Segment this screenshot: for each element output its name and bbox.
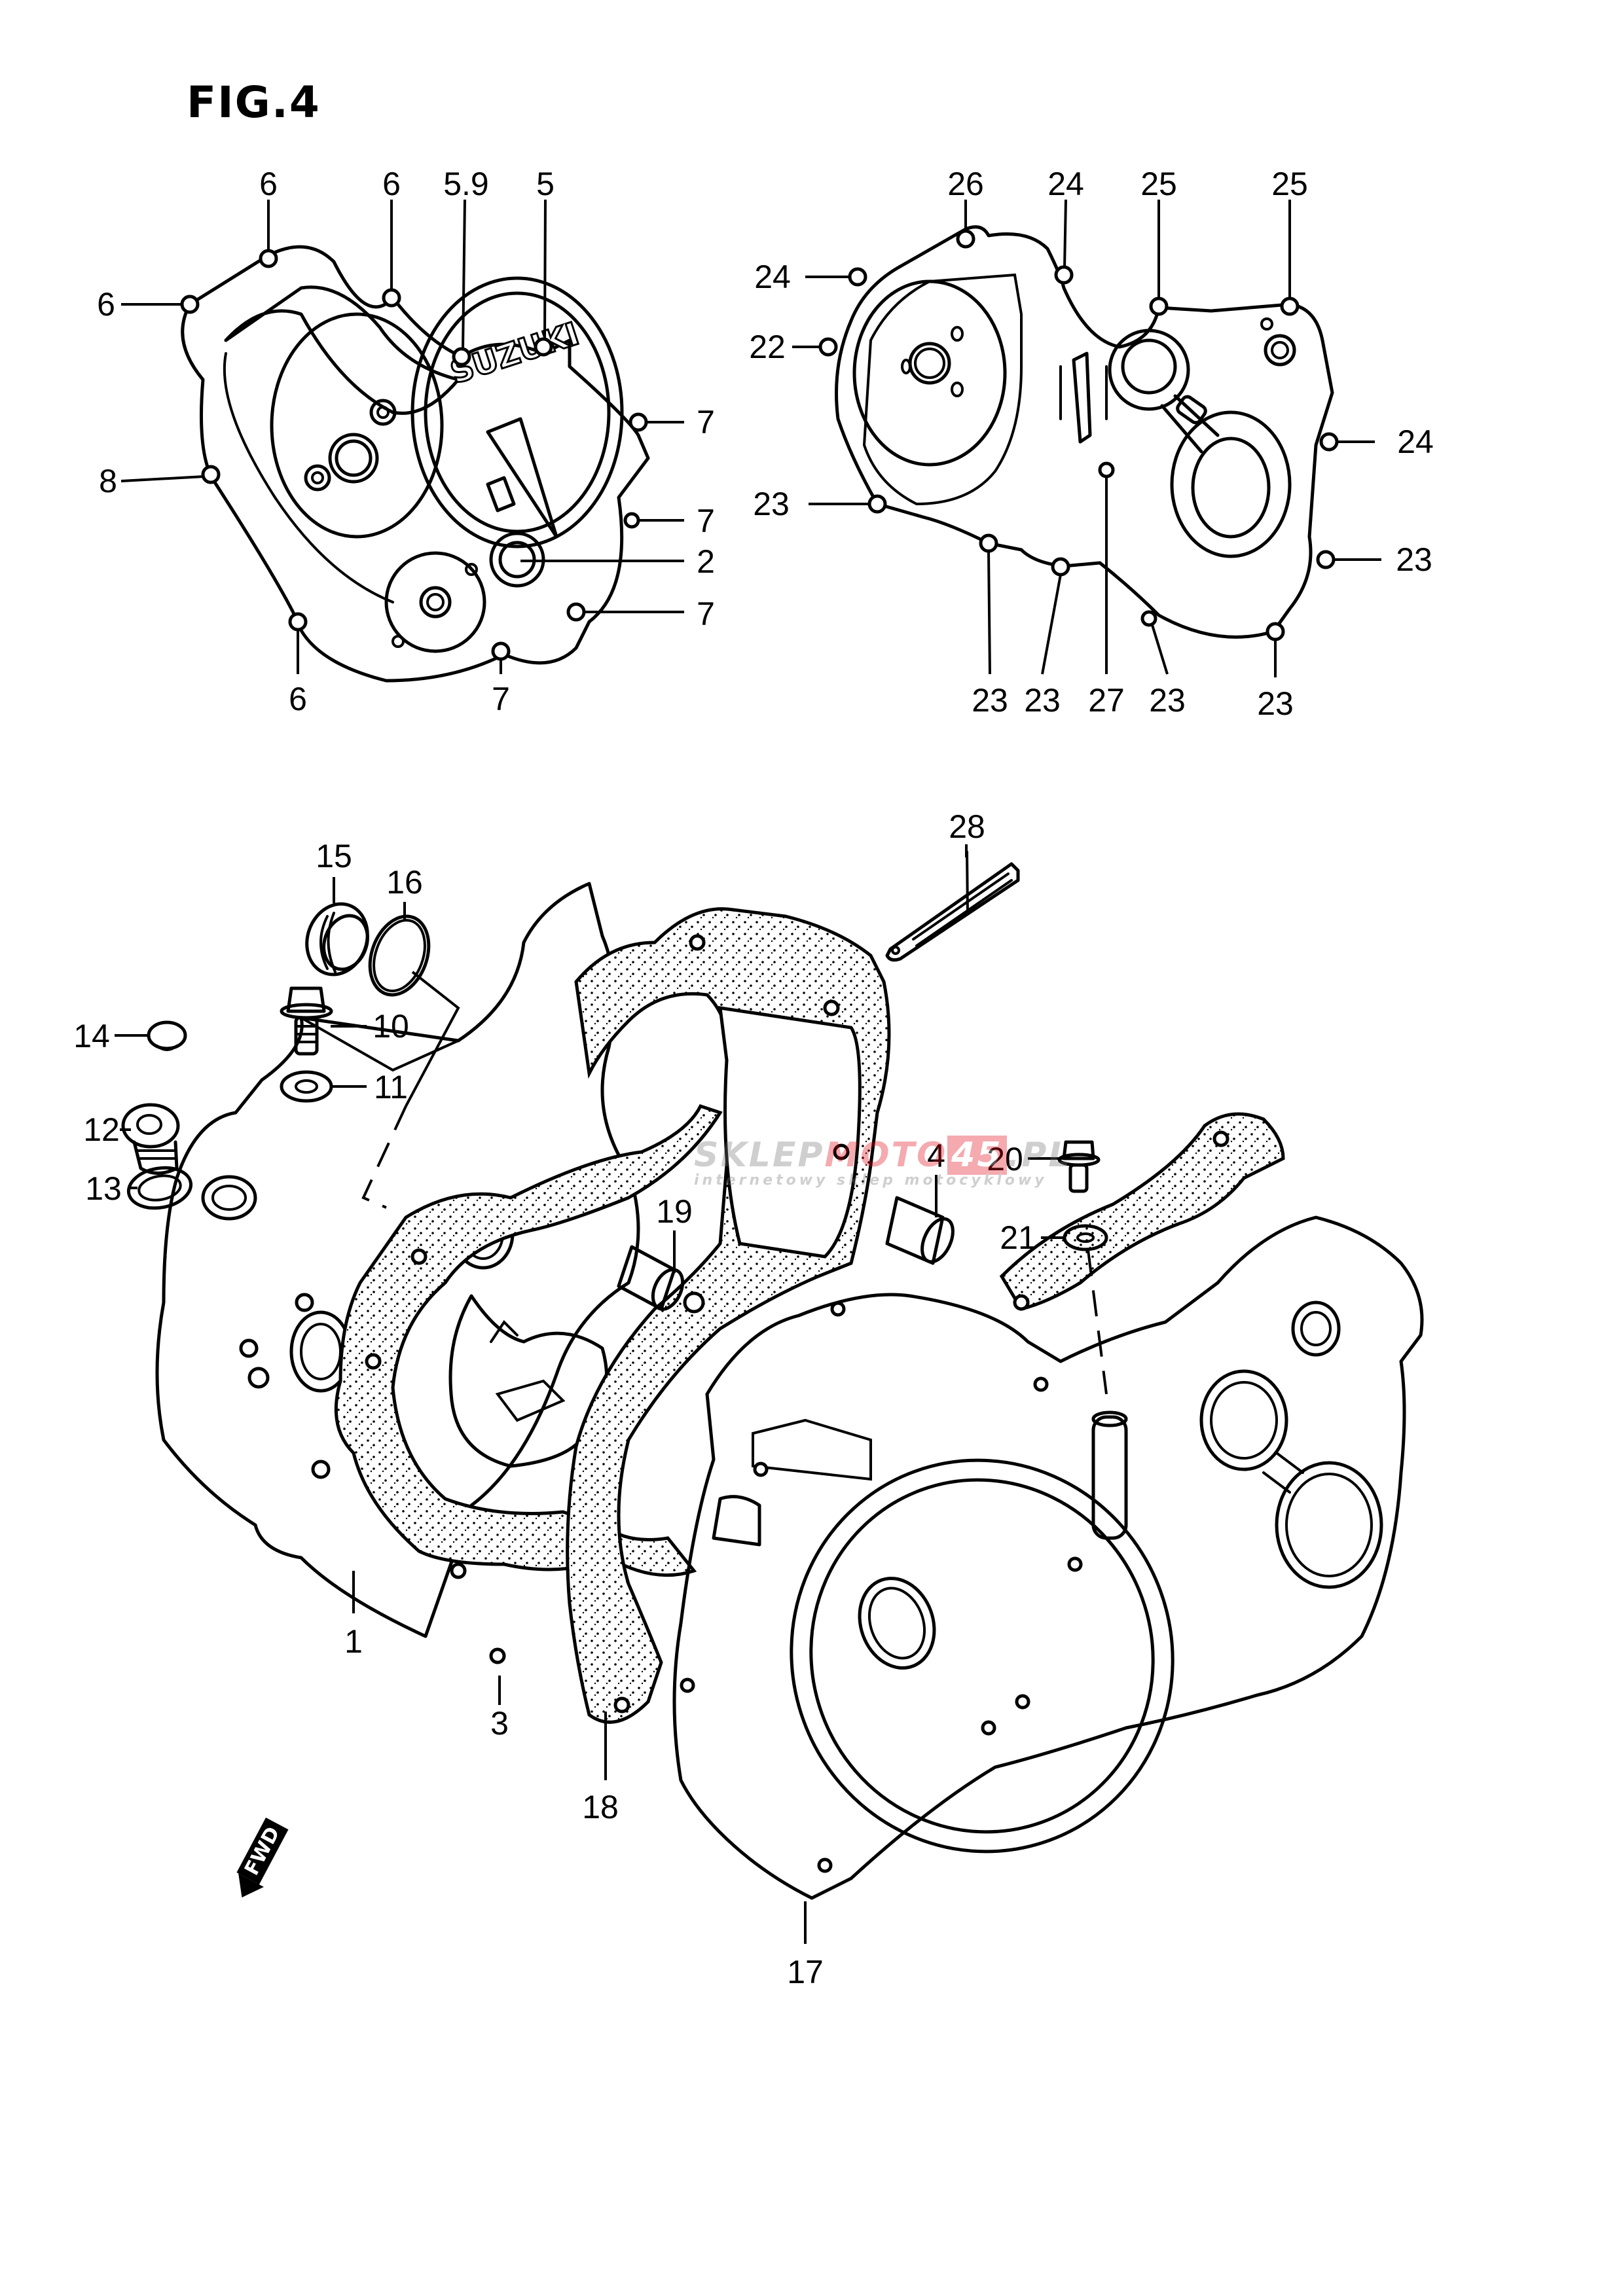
washer-11[interactable] (280, 1070, 333, 1103)
callout-1: 1 (344, 1623, 363, 1660)
clutch-cover[interactable]: SUZUKI (180, 245, 650, 683)
callout-13: 13 (85, 1170, 122, 1207)
callout-11: 11 (374, 1069, 408, 1105)
callout-7: 7 (697, 503, 715, 539)
callout-26: 26 (947, 166, 984, 202)
callout-17: 17 (787, 1954, 824, 1990)
magneto-cover[interactable] (818, 225, 1339, 641)
bolt-10[interactable] (280, 986, 333, 1056)
callout-6: 6 (289, 681, 307, 717)
callout-28: 28 (949, 808, 985, 845)
gasket-3[interactable] (334, 1103, 723, 1664)
callout-12: 12 (83, 1111, 120, 1148)
crankcase-callouts: 15 16 14 10 12 11 13 28 4 19 20 21 1 3 1… (73, 808, 1108, 1990)
callout-23: 23 (1396, 541, 1432, 578)
callout-7: 7 (697, 404, 715, 440)
callout-22: 22 (749, 329, 786, 365)
callout-19: 19 (656, 1193, 693, 1230)
oil-filler-cap-15[interactable] (297, 895, 377, 983)
callout-7: 7 (492, 681, 510, 717)
callout-15: 15 (316, 838, 352, 874)
callout-3: 3 (490, 1705, 509, 1742)
callout-6: 6 (259, 166, 278, 202)
magneto-cover-callouts: 26 24 25 25 24 22 24 23 23 23 23 27 23 2… (749, 166, 1434, 722)
gasket-13[interactable] (126, 1163, 194, 1213)
dowel-pin-19[interactable] (617, 1245, 689, 1314)
callout-25: 25 (1271, 166, 1308, 202)
callout-23: 23 (1149, 682, 1186, 719)
dowel-pin-4[interactable] (885, 1196, 959, 1266)
callout-6: 6 (97, 286, 115, 323)
callout-6: 6 (382, 166, 401, 202)
callout-7: 7 (697, 596, 715, 632)
callout-23: 23 (753, 486, 790, 522)
clutch-cover-callouts: 6 6 5.9 5 6 7 8 7 2 7 6 7 (97, 166, 715, 717)
callout-23: 23 (1257, 685, 1294, 722)
o-ring-16[interactable] (359, 908, 439, 1003)
callout-20: 20 (987, 1141, 1023, 1177)
callout-18: 18 (582, 1789, 619, 1825)
clamp-28[interactable] (885, 862, 1020, 962)
plug-14[interactable] (147, 1020, 187, 1051)
gasket-right-strip (999, 1112, 1285, 1311)
callout-8: 8 (99, 463, 117, 499)
callout-16: 16 (386, 864, 423, 901)
figure-title: FIG.4 (187, 77, 321, 128)
bolt-20[interactable] (1057, 1140, 1101, 1193)
callout-4: 4 (927, 1138, 945, 1174)
callout-24: 24 (1397, 423, 1434, 460)
drain-plug-12[interactable] (121, 1103, 180, 1175)
washer-21[interactable] (1063, 1224, 1108, 1251)
callout-24: 24 (754, 259, 791, 295)
callout-24: 24 (1047, 166, 1084, 202)
callout-10: 10 (373, 1008, 409, 1045)
callout-25: 25 (1140, 166, 1177, 202)
callout-5: 5 (536, 166, 555, 202)
gasket-18[interactable] (566, 907, 891, 1724)
callout-2: 2 (697, 543, 715, 580)
callout-21: 21 (1000, 1219, 1036, 1256)
callout-14: 14 (73, 1018, 110, 1054)
callout-23: 23 (1024, 682, 1061, 719)
crankcase-right-half[interactable] (672, 1215, 1424, 1905)
callout-27: 27 (1088, 682, 1125, 719)
callout-5-9: 5.9 (443, 166, 489, 202)
callout-23: 23 (972, 682, 1008, 719)
